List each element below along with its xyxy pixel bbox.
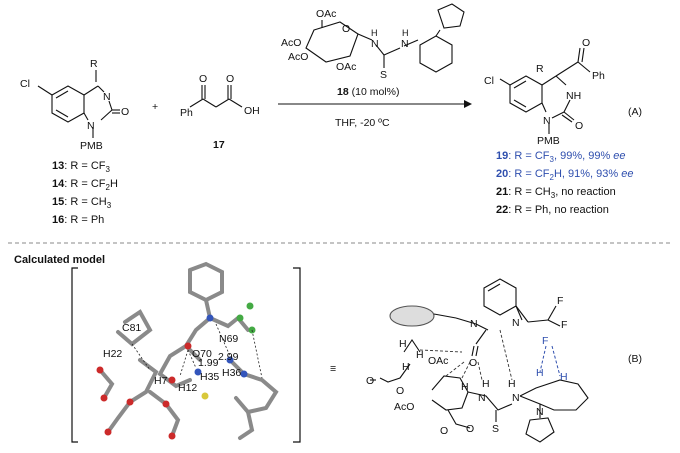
schematic-o5: O bbox=[466, 423, 474, 435]
product-pmb-label: PMB bbox=[537, 135, 560, 147]
schematic-h4: H bbox=[461, 381, 469, 393]
model-label-distance-1: 1.99 bbox=[198, 357, 219, 369]
reactant-n-top: N bbox=[103, 91, 111, 103]
product-structure bbox=[499, 47, 591, 134]
catalyst-n1: N bbox=[371, 38, 379, 50]
schematic-h5: H bbox=[482, 378, 490, 390]
model-label-h22: H22 bbox=[103, 348, 122, 360]
schematic-oac: OAc bbox=[428, 355, 448, 367]
model-label-distance-2: 2.99 bbox=[218, 351, 239, 363]
model-label-h7: H7 bbox=[154, 375, 168, 387]
reactant-n-bottom: N bbox=[87, 120, 95, 132]
model-label-o70: O70 bbox=[192, 348, 212, 360]
reactant-r-label: R bbox=[90, 58, 98, 70]
schematic-f3: F bbox=[542, 335, 548, 347]
result-entry-20: 20: R = CF2H, 91%, 93% ee bbox=[496, 168, 634, 183]
model-label-h12: H12 bbox=[178, 382, 197, 394]
product-o-label: O bbox=[575, 120, 583, 132]
result-entry-21: 21: R = CH3, no reaction bbox=[496, 186, 616, 201]
model-label-h35: H35 bbox=[200, 371, 219, 383]
panel-label-b: (B) bbox=[628, 353, 642, 365]
schematic-h1: H bbox=[399, 338, 407, 350]
model-label-c81: C81 bbox=[122, 322, 141, 334]
reaction-conditions: THF, -20 ºC bbox=[335, 117, 390, 129]
catalyst-aco1: AcO bbox=[281, 37, 301, 49]
result-entry-22: 22: R = Ph, no reaction bbox=[496, 204, 609, 216]
schematic-n3: N bbox=[478, 392, 486, 404]
schematic-aco: AcO bbox=[394, 401, 414, 413]
substrate-entry-15: 15: R = CH3 bbox=[52, 196, 112, 211]
catalyst-ring-o: O bbox=[342, 23, 350, 35]
product-ketone-o: O bbox=[582, 37, 590, 49]
schematic-o4: O bbox=[440, 425, 448, 437]
schematic-h7: H bbox=[536, 367, 544, 379]
reactant-pmb-label: PMB bbox=[80, 140, 103, 152]
reactant-cl-label: Cl bbox=[20, 78, 30, 90]
catalyst-h2: H bbox=[402, 28, 409, 38]
model-bracket-left bbox=[71, 267, 78, 443]
keto-acid-id: 17 bbox=[213, 139, 225, 151]
product-nh-label: NH bbox=[566, 90, 581, 102]
catalyst-structure bbox=[305, 3, 465, 73]
plus-sign: + bbox=[152, 101, 158, 113]
schematic-o2: O bbox=[366, 375, 374, 387]
schematic-hbonds bbox=[419, 329, 513, 381]
reactant-o-label: O bbox=[121, 106, 129, 118]
reactant-quinazolinone bbox=[37, 70, 120, 138]
model-label-h36: H36 bbox=[222, 367, 241, 379]
keto-acid-o1: O bbox=[199, 73, 207, 85]
model-bracket-right bbox=[293, 267, 301, 443]
catalyst-h1: H bbox=[371, 28, 378, 38]
schematic-h6: H bbox=[508, 378, 516, 390]
product-r-label: R bbox=[536, 63, 544, 75]
schematic-n1: N bbox=[470, 318, 478, 330]
catalyst-oac2: OAc bbox=[336, 61, 356, 73]
catalyst-id: 18 (10 mol%) bbox=[337, 86, 399, 98]
keto-acid-oh: OH bbox=[244, 105, 260, 117]
schematic-h3: H bbox=[402, 361, 410, 373]
calculated-model-render bbox=[98, 261, 279, 440]
schematic-h8: H bbox=[560, 371, 568, 383]
schematic-n2: N bbox=[512, 317, 520, 329]
result-entry-19: 19: R = CF3, 99%, 99% ee bbox=[496, 150, 626, 165]
model-atoms bbox=[96, 302, 256, 440]
schematic-n5: N bbox=[536, 406, 544, 418]
schematic-model bbox=[370, 278, 589, 443]
product-n-label: N bbox=[543, 115, 551, 127]
substrate-entry-16: 16: R = Ph bbox=[52, 214, 105, 226]
catalyst-oac-top: OAc bbox=[316, 8, 336, 20]
equivalence-sign: ≡ bbox=[330, 363, 336, 375]
keto-acid-ph: Ph bbox=[180, 107, 193, 119]
keto-acid-o2: O bbox=[226, 73, 234, 85]
model-hbond-lines bbox=[131, 323, 263, 379]
product-cl-label: Cl bbox=[484, 75, 494, 87]
arrow-head bbox=[464, 100, 472, 108]
reactant-keto-acid bbox=[189, 85, 243, 108]
section-title: Calculated model bbox=[14, 254, 106, 266]
catalyst-aco2: AcO bbox=[288, 51, 308, 63]
catalyst-s: S bbox=[380, 69, 387, 81]
schematic-s: S bbox=[492, 423, 499, 435]
substrate-entry-14: 14: R = CF2H bbox=[52, 178, 118, 193]
panel-label-a: (A) bbox=[628, 106, 642, 118]
schematic-o3: O bbox=[396, 385, 404, 397]
product-ph-label: Ph bbox=[592, 70, 605, 82]
schematic-f1: F bbox=[557, 295, 563, 307]
catalyst-n2: N bbox=[401, 38, 409, 50]
model-label-n69: N69 bbox=[219, 333, 238, 345]
schematic-f-h-contacts bbox=[539, 345, 561, 377]
schematic-f2: F bbox=[561, 319, 567, 331]
substrate-entry-13: 13: R = CF3 bbox=[52, 160, 110, 175]
schematic-h2: H bbox=[416, 349, 424, 361]
schematic-o1: O bbox=[469, 357, 477, 369]
schematic-n4: N bbox=[512, 392, 520, 404]
